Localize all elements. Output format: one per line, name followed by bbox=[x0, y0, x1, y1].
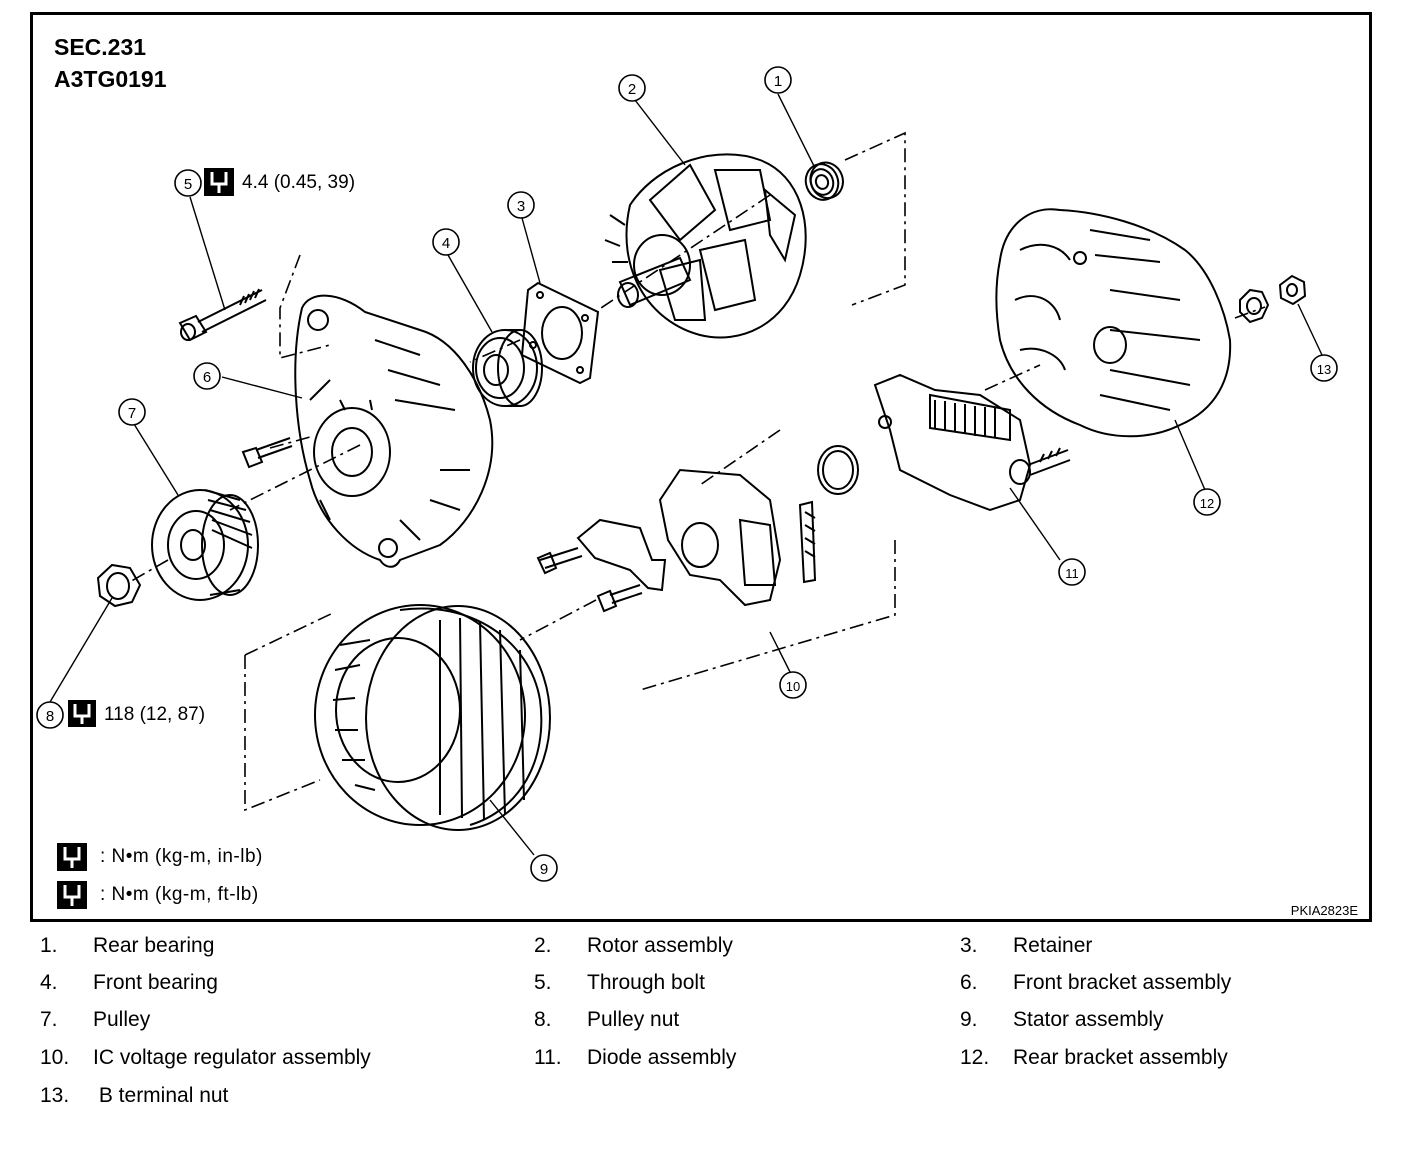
torque-icon-ftlb bbox=[68, 700, 96, 727]
part-name: Rear bracket assembly bbox=[1013, 1046, 1228, 1069]
part-name: Diode assembly bbox=[587, 1046, 737, 1069]
callout-number: 5 bbox=[184, 176, 192, 193]
callout-number: 10 bbox=[786, 679, 800, 694]
part-number: 12. bbox=[960, 1046, 990, 1069]
part-name: Pulley bbox=[93, 1008, 151, 1031]
callout-number: 12 bbox=[1200, 496, 1214, 511]
callout-5 bbox=[174, 169, 202, 197]
part-number: 5. bbox=[534, 971, 552, 994]
callout-number: 13 bbox=[1317, 362, 1331, 377]
exploded-alternator-diagram: 1 2 3 4 5 6 7 8 9 10 11 12 13 bbox=[36, 66, 1338, 909]
part-number: 2. bbox=[534, 934, 552, 957]
bracket-screw-part bbox=[241, 437, 293, 469]
callout-number: 1 bbox=[774, 73, 782, 90]
callout-2 bbox=[618, 74, 646, 102]
part-number: 10. bbox=[40, 1046, 70, 1069]
callout-circles bbox=[36, 66, 1338, 882]
parts-list: 1. Rear bearing 2. Rotor assembly 3. Ret… bbox=[0, 930, 1408, 1120]
section-title: SEC.231 bbox=[54, 34, 147, 60]
torque-icon-inlb bbox=[204, 168, 234, 196]
part-number: 1. bbox=[40, 934, 58, 957]
callout-9 bbox=[530, 854, 558, 882]
callout-number: 11 bbox=[1065, 566, 1079, 581]
callout-number: 2 bbox=[628, 81, 636, 98]
part-number: 9. bbox=[960, 1008, 978, 1031]
part-number: 11. bbox=[534, 1046, 562, 1069]
front-bracket-assembly-part bbox=[294, 294, 494, 568]
callout-3 bbox=[507, 191, 535, 219]
legend-ftlb-unit: : N•m (kg-m, ft-lb) bbox=[100, 884, 259, 905]
part-name: Rear bearing bbox=[93, 934, 215, 957]
rotor-assembly-part bbox=[604, 153, 807, 339]
callout-12 bbox=[1193, 488, 1221, 516]
diode-assembly-part bbox=[873, 373, 1071, 512]
part-name: Front bearing bbox=[93, 971, 218, 994]
callout-number: 3 bbox=[517, 198, 525, 215]
through-bolt-part bbox=[178, 288, 267, 342]
part-number: 3. bbox=[960, 934, 978, 957]
part-name: Pulley nut bbox=[587, 1008, 680, 1031]
reference-code: PKIA2823E bbox=[1290, 903, 1358, 918]
snap-ring-part bbox=[817, 445, 859, 495]
part-number: 13. bbox=[40, 1084, 70, 1107]
part-name: Stator assembly bbox=[1013, 1008, 1164, 1031]
callout-number: 6 bbox=[203, 369, 211, 386]
part-name: Through bolt bbox=[587, 971, 705, 994]
diagram-frame bbox=[30, 12, 1372, 922]
pulley-nut-torque: 118 (12, 87) bbox=[104, 704, 206, 725]
pulley-nut-part bbox=[96, 563, 142, 608]
rear-bearing-part bbox=[804, 161, 844, 201]
callout-6 bbox=[193, 362, 221, 390]
callout-1 bbox=[764, 66, 792, 94]
stator-assembly-part bbox=[314, 604, 551, 831]
part-number: 6. bbox=[960, 971, 978, 994]
part-number: 7. bbox=[40, 1008, 58, 1031]
part-number: 4. bbox=[40, 971, 58, 994]
part-name: B terminal nut bbox=[93, 1084, 229, 1107]
b-terminal-nut-part bbox=[1239, 274, 1307, 324]
callout-11 bbox=[1058, 558, 1086, 586]
callout-number: 9 bbox=[540, 861, 548, 878]
assembly-axis-lines bbox=[127, 131, 1266, 812]
rear-bracket-assembly-part bbox=[995, 208, 1232, 438]
callout-8 bbox=[36, 701, 64, 729]
callout-10 bbox=[779, 671, 807, 699]
ic-voltage-regulator-part bbox=[536, 468, 817, 613]
callout-number: 8 bbox=[46, 708, 54, 725]
callout-number: 7 bbox=[128, 405, 136, 422]
callout-7 bbox=[118, 398, 146, 426]
part-name: Retainer bbox=[1013, 934, 1093, 957]
leader-lines bbox=[49, 93, 1323, 856]
through-bolt-torque: 4.4 (0.45, 39) bbox=[242, 172, 356, 193]
retainer-part bbox=[520, 281, 600, 385]
callout-number: 4 bbox=[442, 235, 450, 252]
callout-4 bbox=[432, 228, 460, 256]
callout-13 bbox=[1310, 354, 1338, 382]
legend-icon-inlb bbox=[57, 843, 87, 871]
part-name: Rotor assembly bbox=[587, 934, 733, 957]
legend-inlb-unit: : N•m (kg-m, in-lb) bbox=[100, 846, 263, 867]
pulley-part bbox=[151, 489, 259, 601]
part-name: IC voltage regulator assembly bbox=[93, 1046, 371, 1069]
callout-numbers: 1 2 3 4 5 6 7 8 9 10 11 12 13 bbox=[46, 73, 1331, 878]
part-number: 8. bbox=[534, 1008, 552, 1031]
figure-code: A3TG0191 bbox=[54, 66, 167, 92]
part-name: Front bracket assembly bbox=[1013, 971, 1232, 994]
legend-icon-ftlb bbox=[57, 881, 87, 909]
front-bearing-part bbox=[472, 329, 543, 407]
